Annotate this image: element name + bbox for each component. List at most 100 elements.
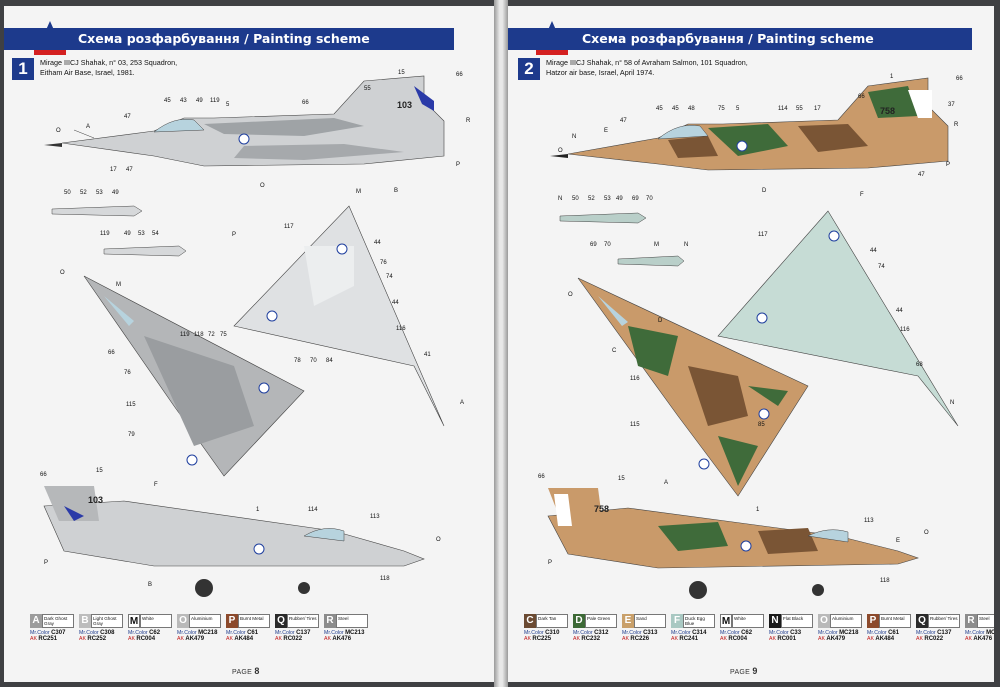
mr-color-code: Mr.Color C307: [30, 630, 66, 636]
callout-118: 118: [194, 332, 204, 338]
ak-code: AK RC232: [573, 636, 601, 642]
callout-labels: O N E 47 45 45 48 75 5 114 55 17 66 1 66…: [538, 74, 963, 584]
callout-75: 70: [310, 358, 317, 364]
ak-code: AK RC225: [524, 636, 552, 642]
callout-53: 53: [604, 196, 611, 202]
book-gutter: [494, 0, 508, 687]
scheme-number: 1: [12, 58, 34, 80]
swatch-name: Aluminium: [189, 614, 221, 628]
mr-color-code: Mr.Color C33: [769, 630, 802, 636]
callout-69b: 69: [590, 242, 597, 248]
swatch-name: Rubber/ Tires: [928, 614, 960, 628]
callout-110: 114: [778, 106, 788, 112]
callout-N4: N: [950, 400, 954, 406]
scheme-number: 2: [518, 58, 540, 80]
callout-54: 54: [152, 231, 159, 237]
callout-50: 50: [572, 196, 579, 202]
callout-N: N: [572, 134, 576, 140]
callout-101: 119: [210, 98, 220, 104]
callout-A: A: [86, 124, 90, 130]
callout-46: 47: [126, 167, 133, 173]
callout-112b: 116: [630, 376, 640, 382]
callout-69: 69: [632, 196, 639, 202]
ak-code: AK RC252: [79, 636, 107, 642]
callout-55: 55: [364, 86, 371, 92]
swatch-letter: P: [867, 614, 879, 628]
callout-111: 115: [126, 402, 136, 408]
callout-E2: E: [896, 538, 900, 544]
ak-code: AK AK476: [965, 636, 993, 642]
callout-O2: O: [568, 292, 573, 298]
swatch-letter: A: [30, 614, 42, 628]
swatch-name: White: [732, 614, 764, 628]
ak-code: AK RC022: [916, 636, 944, 642]
swatch-letter: E: [622, 614, 634, 628]
ak-code: AK AK484: [867, 636, 895, 642]
swatch-name: Duck Egg Blue: [683, 614, 715, 628]
swatch-name: White: [140, 614, 172, 628]
swatch-letter: F: [671, 614, 683, 628]
camo-mirage-drawing: 758: [538, 74, 963, 599]
callout-P2: P: [548, 560, 552, 566]
callout-M2: M: [116, 282, 121, 288]
callout-D: D: [762, 188, 767, 194]
swatch-letter: N: [769, 614, 781, 628]
callout-70: 70: [646, 196, 653, 202]
page-number-value: 9: [752, 666, 758, 676]
callout-44: 44: [374, 240, 381, 246]
callout-15: 15: [618, 476, 625, 482]
aircraft-number-top: 103: [397, 100, 412, 110]
swatch-name: Flat Black: [781, 614, 813, 628]
ak-code: AK RC001: [769, 636, 797, 642]
callout-20: 1: [890, 74, 894, 80]
swatch-name: Steel: [977, 614, 994, 628]
callout-78: 72: [208, 332, 215, 338]
swatch-name: Rubber/ Tires: [287, 614, 319, 628]
swatch-letter: B: [79, 614, 91, 628]
callout-C: C: [612, 348, 617, 354]
swatch-name: Steel: [336, 614, 368, 628]
page-number: PAGE 8: [232, 666, 260, 676]
callout-105: 114: [308, 507, 318, 513]
swatch-letter: R: [965, 614, 977, 628]
ak-code: AK AK476: [324, 636, 352, 642]
callout-117: 118: [880, 578, 890, 584]
ak-code: AK AK479: [818, 636, 846, 642]
swatch-letter: Q: [916, 614, 928, 628]
callout-104: 113: [370, 514, 380, 520]
callout-104: 113: [864, 518, 874, 524]
description-line-2: Hatzor air base, Israel, April 1974.: [546, 67, 655, 77]
callout-66c: 66: [538, 474, 545, 480]
callout-P: P: [946, 162, 950, 168]
mr-color-code: Mr.Color C308: [79, 630, 115, 636]
callout-O3: O: [924, 530, 929, 536]
ak-code: AK AK484: [226, 636, 254, 642]
callout-50: 50: [64, 190, 71, 196]
callout-O4: O: [436, 537, 441, 543]
mr-color-code: Mr.Color C61: [867, 630, 900, 636]
callout-A: A: [664, 480, 668, 486]
callout-B: B: [394, 188, 398, 194]
ak-code: AK RC004: [720, 636, 748, 642]
swatch-letter: O: [177, 614, 189, 628]
callout-M: M: [654, 242, 659, 248]
callout-49: 49: [616, 196, 623, 202]
mr-color-code: Mr.Color MC213: [965, 630, 994, 636]
ak-code: AK RC251: [30, 636, 58, 642]
callout-79: 74: [386, 274, 393, 280]
side-view-right: 103: [43, 486, 425, 597]
callout-1: 1: [256, 507, 260, 513]
scheme-description: Mirage IIICJ Shahak, n° 58 of Avraham Sa…: [546, 58, 756, 77]
callout-49b: 49: [112, 190, 119, 196]
ak-code: AK AK479: [177, 636, 205, 642]
